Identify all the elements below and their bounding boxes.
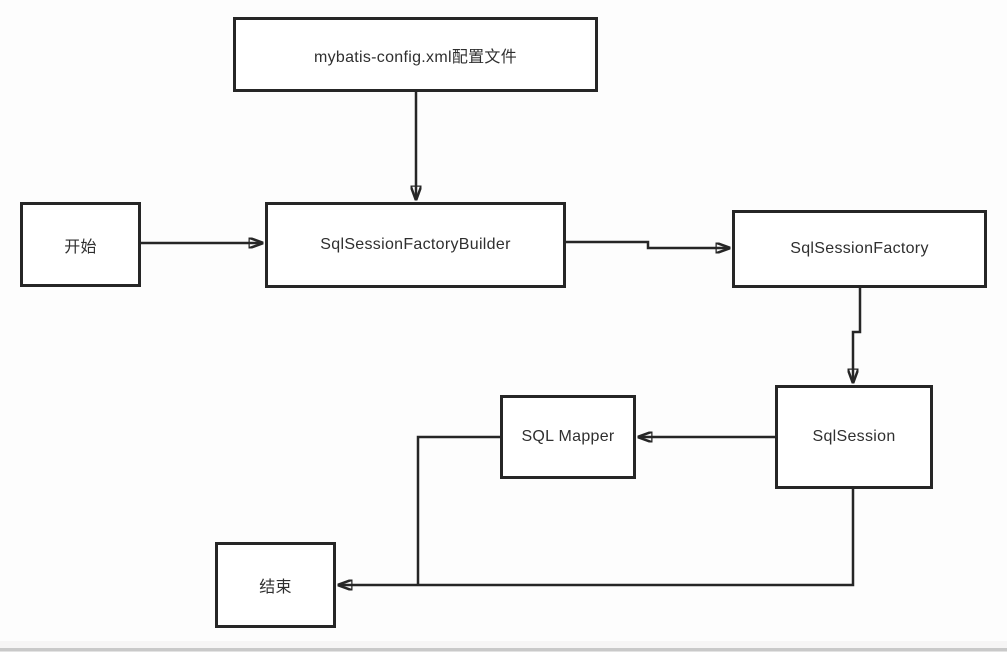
line-mapper-to-end-junction <box>416 435 500 586</box>
node-sqlsessionfactory: SqlSessionFactory <box>732 210 987 288</box>
node-start: 开始 <box>20 202 141 287</box>
node-sqlsessionfactory-label: SqlSessionFactory <box>790 240 929 257</box>
arrow-builder-to-factory <box>566 240 730 248</box>
node-config-file-label: mybatis-config.xml配置文件 <box>313 48 518 66</box>
bottom-band <box>0 641 1007 648</box>
arrow-session-to-end <box>338 489 855 585</box>
node-sqlsession-label: SqlSession <box>812 428 896 445</box>
node-sqlsessionfactorybuilder: SqlSessionFactoryBuilder <box>265 202 566 288</box>
arrow-factory-to-session <box>853 288 862 383</box>
node-end: 结束 <box>215 542 336 628</box>
node-config-file: mybatis-config.xml配置文件 <box>233 17 598 92</box>
bottom-divider <box>0 648 1007 651</box>
node-sqlsessionfactorybuilder-label: SqlSessionFactoryBuilder <box>320 236 511 253</box>
node-sql-mapper: SQL Mapper <box>500 395 636 479</box>
node-sql-mapper-label: SQL Mapper <box>521 428 615 445</box>
node-sqlsession: SqlSession <box>775 385 933 489</box>
node-end-label: 结束 <box>259 579 292 596</box>
node-start-label: 开始 <box>64 238 97 256</box>
